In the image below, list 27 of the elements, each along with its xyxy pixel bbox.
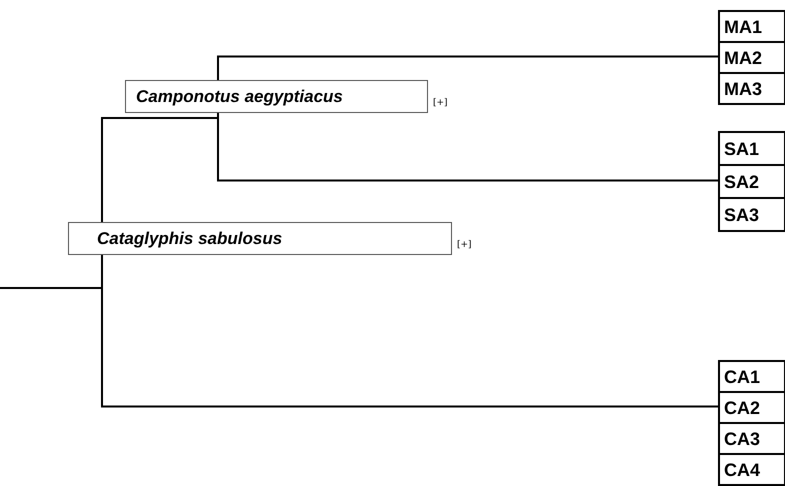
leaf-name: SA2 bbox=[724, 172, 760, 190]
clade-label-box bbox=[125, 80, 428, 113]
leaf-box bbox=[718, 360, 785, 393]
clade-label-box bbox=[68, 222, 452, 255]
leaf-name: MA2 bbox=[724, 48, 762, 66]
leaf-box bbox=[718, 453, 785, 486]
leaf-box bbox=[718, 164, 785, 199]
leaf-box bbox=[718, 72, 785, 105]
leaf-box bbox=[718, 391, 785, 424]
leaf-name: SA3 bbox=[724, 206, 760, 224]
tree-branch bbox=[217, 56, 718, 80]
leaf-box bbox=[718, 131, 785, 166]
leaf-box bbox=[718, 197, 785, 232]
expand-toggle: [+] bbox=[457, 240, 472, 250]
taxon-name: Camponotus aegyptiacus bbox=[136, 88, 343, 105]
leaf-name: CA2 bbox=[724, 398, 760, 416]
leaf-name: SA1 bbox=[724, 140, 760, 158]
expand-toggle: [+] bbox=[433, 98, 448, 108]
taxon-name: Cataglyphis sabulosus bbox=[97, 230, 282, 247]
leaf-box bbox=[718, 41, 785, 74]
leaf-box bbox=[718, 422, 785, 455]
leaf-name: MA3 bbox=[724, 80, 762, 98]
leaf-name: CA3 bbox=[724, 430, 760, 448]
leaf-name: CA4 bbox=[724, 460, 760, 478]
leaf-name: MA1 bbox=[724, 18, 762, 36]
leaf-box bbox=[718, 10, 785, 43]
leaf-name: CA1 bbox=[724, 368, 760, 386]
